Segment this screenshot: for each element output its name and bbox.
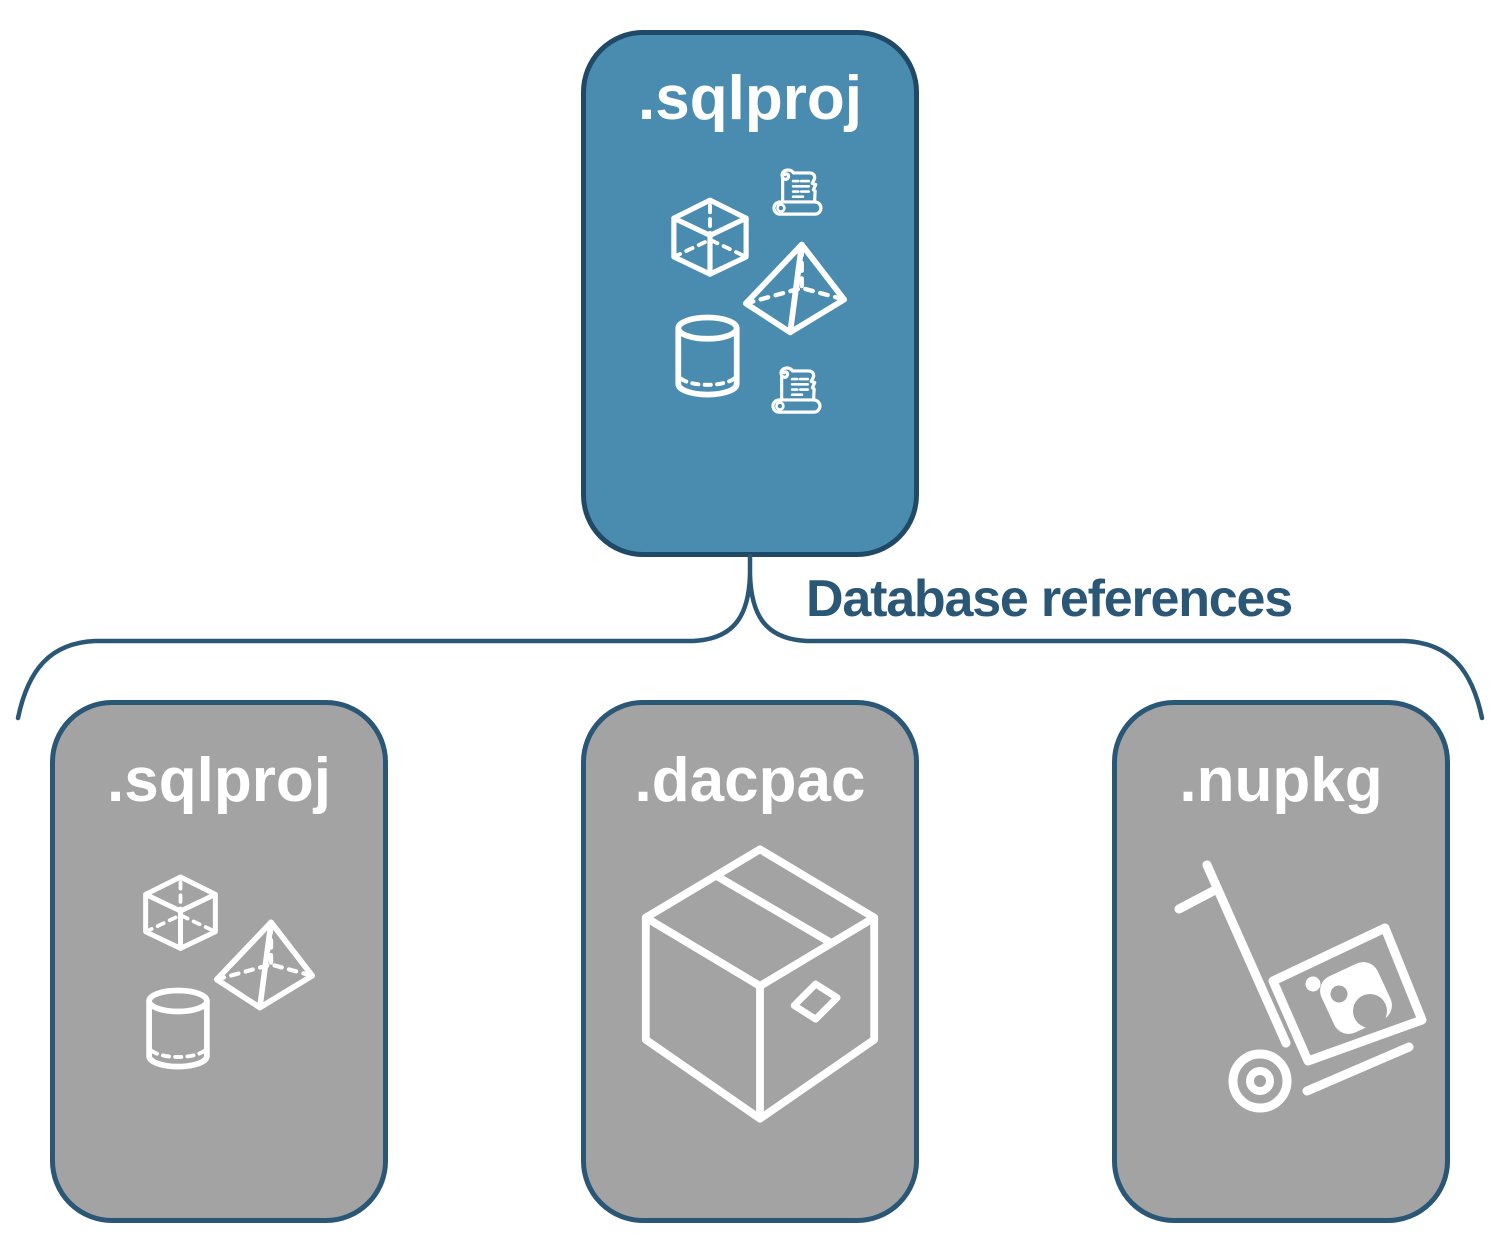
root-node-label: .sqlproj bbox=[638, 64, 862, 133]
hand-truck-package-icon bbox=[1155, 843, 1455, 1143]
node-child-dacpac: .dacpac bbox=[581, 700, 919, 1223]
child-node-label: .sqlproj bbox=[107, 746, 331, 815]
cube-icon bbox=[138, 872, 223, 955]
brace-connector bbox=[15, 553, 1485, 721]
connector-label: Database references bbox=[806, 570, 1293, 628]
database-cylinder-icon bbox=[143, 987, 213, 1071]
node-child-sqlproj: .sqlproj bbox=[50, 700, 388, 1223]
script-scroll-icon bbox=[766, 364, 824, 422]
pyramid-icon bbox=[213, 917, 316, 1012]
child-node-label: .dacpac bbox=[634, 746, 866, 815]
node-root-sqlproj: .sqlproj bbox=[581, 30, 919, 557]
script-scroll-icon bbox=[767, 166, 825, 224]
pyramid-icon bbox=[742, 239, 848, 337]
child-node-label: .nupkg bbox=[1179, 746, 1383, 815]
cube-icon bbox=[666, 195, 754, 281]
package-box-icon bbox=[638, 843, 882, 1127]
database-cylinder-icon bbox=[672, 314, 743, 399]
node-child-nupkg: .nupkg bbox=[1112, 700, 1450, 1223]
